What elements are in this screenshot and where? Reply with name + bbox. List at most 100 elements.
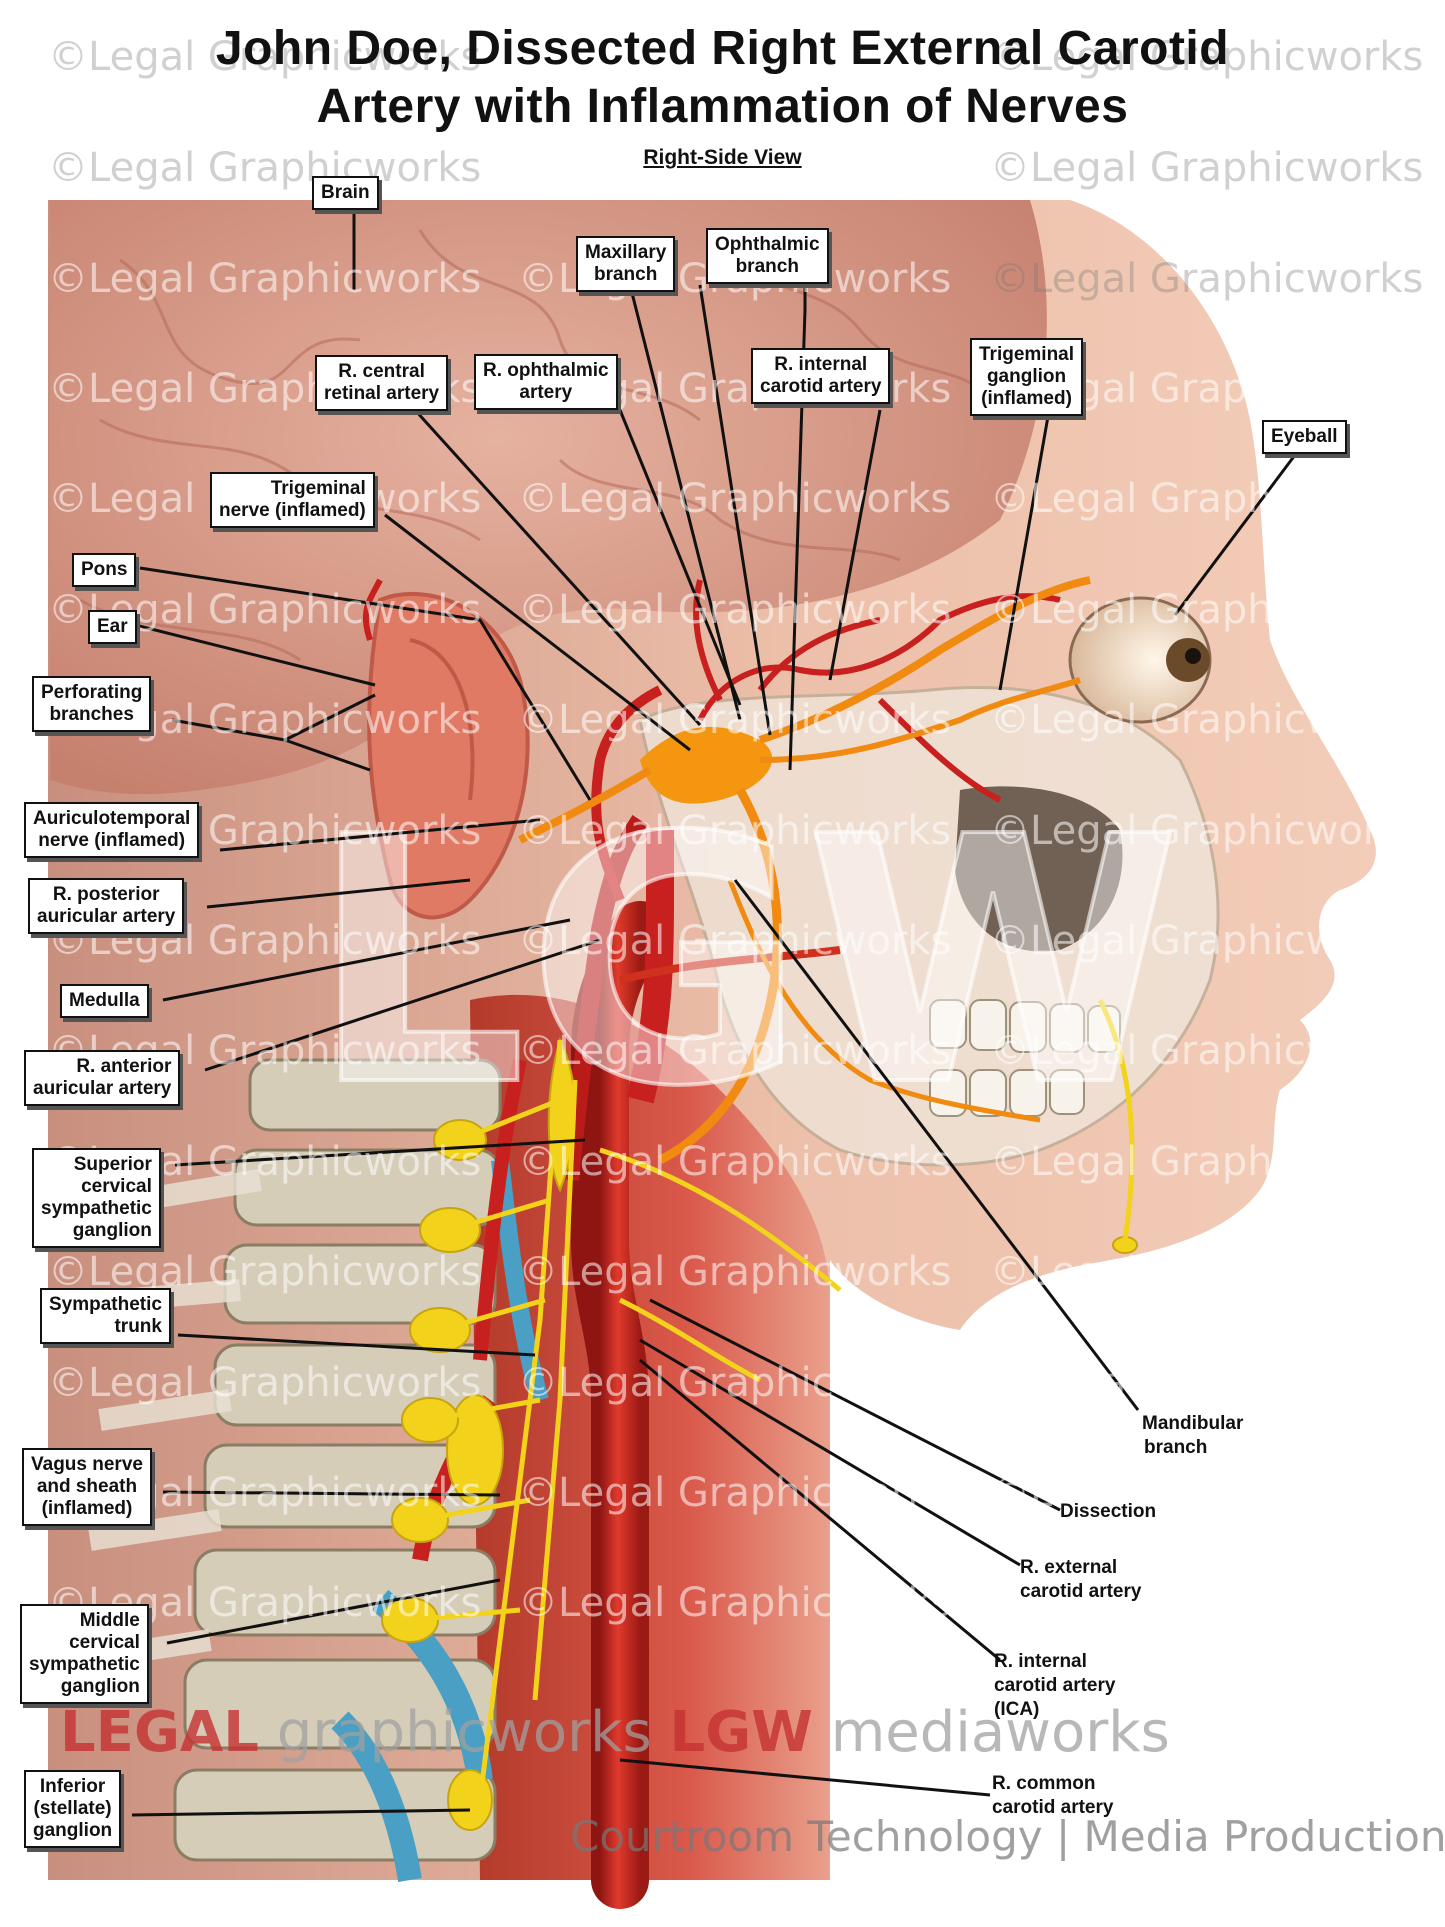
label-sympathetic-trunk: Sympathetic trunk xyxy=(40,1288,171,1344)
label-line: Maxillary xyxy=(585,242,667,263)
watermark-text: ©Legal Graphicworks xyxy=(990,1580,1424,1626)
label-ear: Ear xyxy=(88,610,137,644)
watermark-text: ©Legal Graphicworks xyxy=(990,476,1424,522)
label-line: artery xyxy=(519,382,573,403)
label-line: Vagus nerve xyxy=(31,1454,143,1475)
label-line: nerve (inflamed) xyxy=(219,500,366,521)
label-line: sympathetic xyxy=(41,1198,152,1219)
label-line: cervical xyxy=(69,1632,140,1653)
footer-graphicworks: graphicworks xyxy=(258,1700,670,1765)
label-line: Trigeminal xyxy=(979,344,1075,365)
label-line: branch xyxy=(1144,1437,1208,1458)
label-line: ganglion xyxy=(986,366,1067,387)
label-line: retinal artery xyxy=(324,383,440,404)
footer-brand-line: LEGAL graphicworks LGW mediaworks xyxy=(60,1700,1400,1765)
teeth xyxy=(929,999,1121,1117)
label-line: (ICA) xyxy=(994,1699,1040,1720)
label-line: R. common xyxy=(992,1773,1096,1794)
label-line: ganglion xyxy=(72,1220,152,1241)
watermark-text: ©Legal Graphicworks xyxy=(990,34,1424,80)
page-title-line-1: John Doe, Dissected Right External Carot… xyxy=(215,22,1230,75)
label-line: sympathetic xyxy=(29,1654,140,1675)
watermark-text: ©Legal Graphicworks xyxy=(48,34,482,80)
watermark-text: ©Legal Graphicworks xyxy=(518,1360,952,1406)
label-text: Ear xyxy=(97,616,128,637)
label-auriculotemporal-nerve: Auriculotemporal nerve (inflamed) xyxy=(24,802,200,858)
watermark-text: ©Legal Graphicworks xyxy=(518,808,952,854)
label-line: R. ophthalmic xyxy=(483,360,609,381)
label-line: Superior xyxy=(73,1154,152,1175)
label-line: Mandibular xyxy=(1142,1413,1244,1434)
label-line: R. internal xyxy=(774,354,868,375)
lgw-watermark-logo: LGW xyxy=(310,765,1181,1161)
footer-mediaworks: mediaworks xyxy=(812,1700,1170,1765)
label-line: R. anterior xyxy=(76,1056,172,1077)
watermark-text: ©Legal Graphicworks xyxy=(990,587,1424,633)
label-line: Inferior xyxy=(39,1776,106,1797)
watermark-text: ©Legal Graphicworks xyxy=(518,1028,952,1074)
label-trigeminal-ganglion: Trigeminal ganglion (inflamed) xyxy=(970,338,1084,416)
watermark-text: ©Legal Graphicworks xyxy=(518,918,952,964)
label-maxillary-branch: Maxillary branch xyxy=(576,236,676,292)
watermark-text: ©Legal Graphicworks xyxy=(48,145,482,191)
label-line: carotid artery xyxy=(992,1797,1114,1818)
label-line: carotid artery xyxy=(760,376,882,397)
watermark-text: ©Legal Graphicworks xyxy=(48,1249,482,1295)
watermark-text: ©Legal Graphicworks xyxy=(990,1470,1424,1516)
label-line: branches xyxy=(49,704,134,725)
label-line: (inflamed) xyxy=(981,388,1072,409)
watermark-text: ©Legal Graphicworks xyxy=(990,145,1424,191)
watermark-text: ©Legal Graphicworks xyxy=(990,1360,1424,1406)
label-middle-cervical-ganglion: Middle cervical sympathetic ganglion xyxy=(20,1604,149,1704)
label-line: branch xyxy=(735,256,799,277)
label-line: Trigeminal xyxy=(270,478,366,499)
label-internal-carotid-upper: R. internal carotid artery xyxy=(751,348,891,404)
label-line: auricular artery xyxy=(37,906,176,927)
label-anterior-auricular-artery: R. anterior auricular artery xyxy=(24,1050,181,1106)
watermark-text: ©Legal Graphicworks xyxy=(990,808,1424,854)
label-line: R. internal xyxy=(994,1651,1087,1672)
label-line: (inflamed) xyxy=(41,1498,133,1519)
label-superior-cervical-ganglion: Superior cervical sympathetic ganglion xyxy=(32,1148,161,1248)
watermark-text: ©Legal Graphicworks xyxy=(518,476,952,522)
label-line: carotid artery xyxy=(994,1675,1116,1696)
watermark-text: ©Legal Graphicworks xyxy=(518,145,952,191)
label-line: (stellate) xyxy=(33,1798,112,1819)
watermark-text: ©Legal Graphicworks xyxy=(990,256,1424,302)
label-line: Auriculotemporal xyxy=(33,808,191,829)
label-internal-carotid-lower: R. internal carotid artery (ICA) xyxy=(994,1650,1115,1722)
page-title-line-2: Artery with Inflammation of Nerves xyxy=(316,80,1129,133)
watermark-text: ©Legal Graphicworks xyxy=(990,1139,1424,1185)
label-external-carotid: R. external carotid artery xyxy=(1020,1556,1141,1604)
label-text: Dissection xyxy=(1060,1501,1157,1522)
label-line: auricular artery xyxy=(33,1078,172,1099)
label-line: R. central xyxy=(338,361,425,382)
watermark-text: ©Legal Graphicworks xyxy=(518,1580,952,1626)
label-ophthalmic-artery: R. ophthalmic artery xyxy=(474,354,618,410)
footer-legal: LEGAL xyxy=(60,1700,259,1765)
label-medulla: Medulla xyxy=(60,984,149,1018)
watermark-text: ©Legal Graphicworks xyxy=(518,697,952,743)
label-text: Pons xyxy=(81,559,128,580)
label-brain: Brain xyxy=(312,176,379,210)
label-line: branch xyxy=(593,264,658,285)
common-carotid-vessel xyxy=(571,901,669,1909)
label-trigeminal-nerve: Trigeminal nerve (inflamed) xyxy=(210,472,375,528)
trigeminal-system xyxy=(518,576,1091,1165)
label-line: and sheath xyxy=(36,1476,138,1497)
watermark-text: ©Legal Graphicworks xyxy=(518,1470,952,1516)
label-text: Eyeball xyxy=(1271,426,1338,447)
watermark-text: ©Legal Graphicworks xyxy=(990,1028,1424,1074)
label-line: R. external xyxy=(1020,1557,1118,1578)
label-ophthalmic-branch: Ophthalmic branch xyxy=(706,228,829,284)
label-posterior-auricular-artery: R. posterior auricular artery xyxy=(28,878,185,934)
watermark-text: ©Legal Graphicworks xyxy=(990,918,1424,964)
label-text: Medulla xyxy=(69,990,140,1011)
label-central-retinal-artery: R. central retinal artery xyxy=(315,355,449,411)
label-mandibular-branch: Mandibular branch xyxy=(1142,1412,1243,1460)
label-vagus-nerve: Vagus nerve and sheath (inflamed) xyxy=(22,1448,152,1526)
view-label: Right-Side View xyxy=(643,146,802,169)
